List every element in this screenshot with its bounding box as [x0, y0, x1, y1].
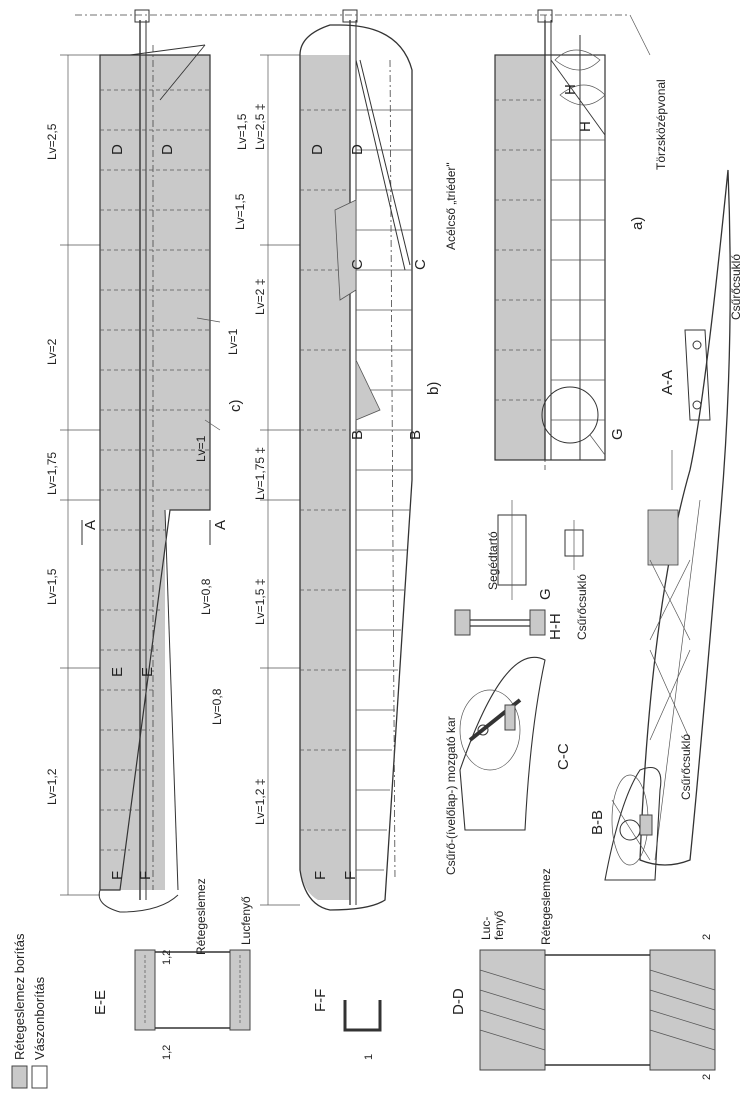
section-ee-title: E-E — [92, 990, 109, 1015]
detail-g-csurocsuklo: Csűrőcsukló — [575, 574, 589, 640]
section-aa: A-A Csűrőcsukló — [639, 169, 743, 866]
wing-c-section-e1: E — [109, 667, 126, 677]
section-cc-label: Csűrő-(ívelőlap-) mozgató kar — [444, 716, 458, 875]
section-ff-title: F-F — [312, 989, 329, 1012]
wing-a-section-g: G — [609, 428, 626, 440]
section-aa-label: Csűrőcsukló — [729, 254, 743, 320]
wing-c-span-1: Lv=1,2 — [45, 768, 59, 805]
wing-c-span-2: Lv=1,5 — [45, 568, 59, 605]
section-ee-label-2: Lucfenyő — [239, 896, 253, 945]
legend-fabric-label: Vászonborítás — [32, 976, 47, 1060]
wing-c-inner-label-2: Lv=0,8 — [199, 578, 213, 615]
section-dd-dim-1: 2 — [701, 934, 713, 940]
wing-c-section-e2: E — [139, 667, 156, 677]
wing-a-plywood-area — [495, 55, 545, 460]
wing-c-section-a1: A — [82, 520, 99, 530]
wing-b-plywood-area — [300, 55, 350, 900]
section-dd-title: D-D — [450, 988, 467, 1015]
wing-a-section-h2: H — [577, 121, 594, 132]
wing-c-section-d1: D — [109, 144, 126, 155]
wing-a-section-h1: H — [562, 84, 579, 95]
wing-b-section-c2: C — [412, 259, 429, 270]
wing-c-section-d2: D — [159, 144, 176, 155]
wing-b-span-5: Lv=2,5 ‡ — [253, 104, 267, 150]
wing-b-tube-label: Acélcső „triéder" — [444, 162, 458, 250]
wing-b-section-f1: F — [312, 871, 329, 880]
wing-c-label: c) — [227, 400, 244, 413]
legend: Rétegeslemez borítás Vászonborítás — [11, 933, 48, 1089]
wing-b-span-3: Lv=1,75 ‡ — [253, 447, 267, 500]
section-bb: B-B Csűrőcsukló — [589, 734, 693, 881]
section-ee-dim-1: 1,2 — [161, 1045, 173, 1060]
detail-g-segedtarto: Segédtartó — [486, 531, 500, 590]
section-dd-label-1: Luc- — [479, 917, 493, 940]
section-bb-label: Csűrőcsukló — [679, 734, 693, 800]
wing-c-inner-label-1: Lv=0,8 — [210, 688, 224, 725]
wing-b-section-f2: F — [342, 871, 359, 880]
wing-c-plywood-area — [100, 55, 210, 890]
wing-a-label: a) — [629, 217, 646, 230]
wing-c-span-5: Lv=2,5 — [45, 123, 59, 160]
wing-c-section-f1: F — [109, 871, 126, 880]
section-dd-label-2: fenyő — [492, 910, 506, 940]
wing-b-section-d1: D — [309, 144, 326, 155]
wing-c-inner-label-3: Lv=1 — [194, 435, 208, 462]
detail-g-title: G — [537, 588, 554, 600]
wing-c: Lv=1,2 Lv=1,5 Lv=1,75 Lv=2 Lv=2,5 — [45, 9, 249, 913]
section-dd-dim-2: 2 — [701, 1074, 713, 1080]
legend-plywood-swatch — [11, 1065, 28, 1089]
wing-c-span-3: Lv=1,75 — [45, 452, 59, 495]
wing-b-span-4: Lv=2 ‡ — [253, 279, 267, 315]
detail-g: Segédtartó G Csűrőcsukló — [486, 500, 589, 640]
wing-b-span-1: Lv=1,2 ‡ — [253, 779, 267, 825]
wing-b: Lv=1,2 ‡ Lv=1,5 ‡ Lv=1,75 ‡ Lv=2 ‡ Lv=2,… — [253, 9, 458, 911]
section-ee-dim-2: 1,2 — [161, 950, 173, 965]
section-hh: H-H — [454, 609, 564, 640]
section-cc: Csűrő-(ívelőlap-) mozgató kar C-C — [444, 656, 572, 875]
wing-c-section-f2: F — [137, 871, 154, 880]
wing-b-label: b) — [425, 382, 442, 395]
section-ff: F-F 1 — [312, 989, 382, 1060]
wing-b-span-2: Lv=1,5 ‡ — [253, 579, 267, 625]
wing-b-section-c1: C — [349, 259, 366, 270]
section-ff-dim: 1 — [363, 1054, 375, 1060]
legend-plywood-label: Rétegeslemez borítás — [12, 933, 27, 1060]
wing-a-axis-label: Törzsközépvonal — [654, 79, 668, 170]
wing-c-inner-label-6: Lv=1,5 — [235, 113, 249, 150]
section-cc-title: C-C — [555, 743, 572, 770]
wing-c-inner-label-5: Lv=1,5 — [233, 193, 247, 230]
wing-b-section-b2: B — [407, 430, 424, 440]
wing-c-span-4: Lv=2 — [45, 338, 59, 365]
section-aa-title: A-A — [659, 370, 676, 395]
wing-a: H H G a) Törzsközépvonal — [75, 9, 668, 470]
wing-c-inner-label-4: Lv=1 — [226, 328, 240, 355]
wing-c-section-a2: A — [212, 520, 229, 530]
section-bb-title: B-B — [589, 810, 606, 835]
section-ee-label-1: Rétegeslemez — [194, 878, 208, 955]
section-dd-label-3: Rétegeslemez — [539, 868, 553, 945]
legend-fabric-swatch — [31, 1065, 48, 1089]
section-hh-title: H-H — [547, 613, 564, 640]
wing-b-section-d2: D — [349, 144, 366, 155]
wing-b-section-b1: B — [349, 430, 366, 440]
section-ee: E-E 1,2 1,2 Rétegeslemez Lucfenyő — [92, 878, 253, 1060]
section-dd: D-D Luc- fenyő Rétegeslemez 2 2 — [450, 868, 716, 1080]
